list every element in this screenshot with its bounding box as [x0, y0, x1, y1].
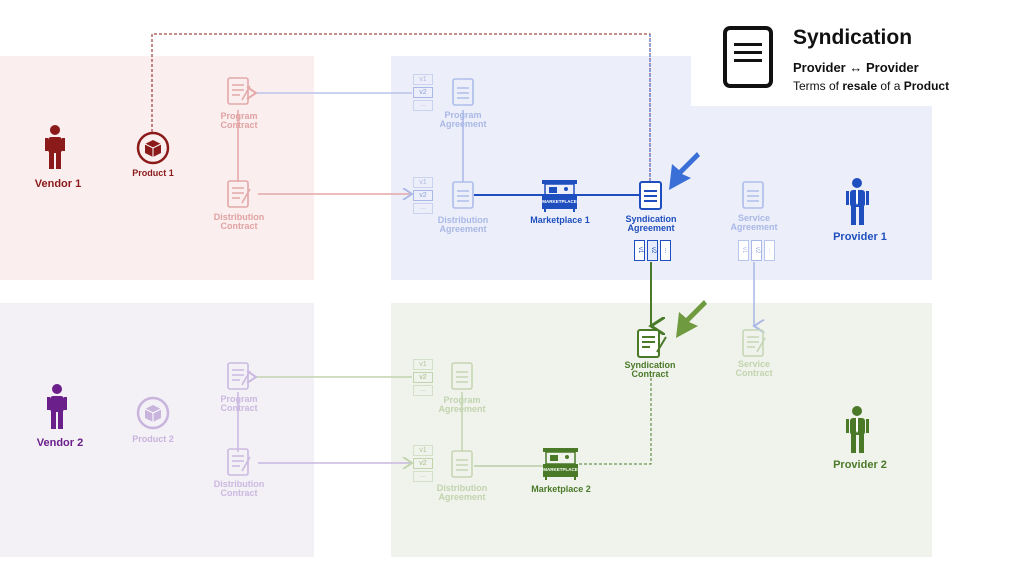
legend-title: Syndication	[793, 26, 913, 49]
vendor1-person-icon	[45, 125, 65, 169]
service-contract-label: Service Contract	[735, 359, 773, 378]
service-contract-icon	[742, 329, 766, 357]
version-v2: v2	[413, 458, 433, 469]
version-stack-syndication-agreement: v1 v2 ...	[634, 240, 671, 261]
marketplace1-sign: MARKETPLACE	[542, 199, 577, 204]
highlight-arrow-blue	[669, 152, 700, 190]
legend-desc-mid: of a	[877, 79, 904, 93]
program-contract-2-icon	[227, 362, 251, 390]
product2-icon	[136, 396, 170, 430]
service-agreement-label: Service Agreement	[730, 213, 778, 232]
syndication-agreement-icon	[639, 181, 662, 210]
highlight-arrow-green	[676, 300, 707, 338]
version-v1: v1	[413, 177, 433, 188]
service-agreement-icon	[742, 181, 764, 209]
version-more: ...	[413, 471, 433, 482]
program-contract-1-icon	[227, 77, 251, 105]
program-contract-1-label: Program Contract	[220, 111, 258, 130]
syndication-contract-icon	[637, 329, 667, 358]
version-v2: v2	[413, 372, 433, 383]
marketplace2-icon	[543, 448, 578, 480]
product2-label: Product 2	[132, 434, 174, 444]
marketplace1-icon	[542, 180, 577, 212]
legend-desc-product: Product	[903, 79, 950, 93]
provider2-label: Provider 2	[833, 459, 887, 471]
program-agreement-1-icon	[452, 78, 474, 106]
legend-description: Terms of resale of a Product	[793, 79, 949, 93]
legend-desc-pre: Terms of	[793, 79, 843, 93]
version-v2: v2	[647, 240, 658, 261]
product1-label: Product 1	[132, 168, 174, 178]
syndication-contract-connector	[578, 378, 652, 465]
version-stack-service-agreement: v1 v2 ...	[738, 240, 775, 261]
distribution-contract-2-icon	[227, 448, 251, 476]
version-v2: v2	[751, 240, 762, 261]
product1-connector	[151, 33, 651, 182]
version-more: ...	[764, 240, 775, 261]
distribution-contract-1-icon	[227, 180, 251, 208]
program-agreement-2-label: Program Agreement	[438, 395, 486, 414]
program-agreement-1-label: Program Agreement	[439, 110, 487, 129]
version-stack-distribution-agreement-1: v1 v2 ...	[413, 177, 433, 214]
legend-desc-resale: resale	[842, 79, 878, 93]
product1-icon	[136, 131, 170, 165]
program-contract-2-label: Program Contract	[220, 394, 258, 413]
distribution-agreement-2-label: Distribution Agreement	[436, 483, 488, 502]
version-v1: v1	[413, 359, 433, 370]
version-stack-distribution-agreement-2: v1 v2 ...	[413, 445, 433, 482]
version-v1: v1	[738, 240, 749, 261]
distribution-agreement-1-label: Distribution Agreement	[437, 215, 489, 234]
vendor2-person-icon	[47, 384, 67, 429]
vendor2-zone	[0, 303, 314, 557]
version-more: ...	[413, 100, 433, 111]
version-v1: v1	[634, 240, 645, 261]
provider2-person-icon	[846, 406, 869, 453]
provider1-person-icon	[846, 178, 869, 225]
version-stack-program-agreement-2: v1 v2 ...	[413, 359, 433, 396]
version-v2: v2	[413, 87, 433, 98]
marketplace2-sign: MARKETPLACE	[543, 467, 578, 472]
distribution-agreement-1-icon	[452, 181, 474, 209]
program-agreement-2-icon	[451, 362, 473, 390]
legend-box: Syndication Provider ↔ Provider Terms of…	[691, 8, 1015, 106]
vendor1-label: Vendor 1	[34, 178, 82, 190]
marketplace1-label: Marketplace 1	[530, 215, 590, 225]
version-v1: v1	[413, 74, 433, 85]
legend-subtitle: Provider ↔ Provider	[793, 60, 919, 75]
distribution-contract-2-label: Distribution Contract	[213, 479, 265, 498]
version-v2: v2	[413, 190, 433, 201]
syndication-contract-label: Syndication Contract	[624, 360, 676, 379]
version-more: ...	[413, 203, 433, 214]
syndication-agreement-label: Syndication Agreement	[625, 214, 677, 233]
provider1-label: Provider 1	[833, 231, 887, 243]
distribution-agreement-2-icon	[451, 450, 473, 478]
document-icon	[723, 26, 773, 88]
version-stack-program-agreement-1: v1 v2 ...	[413, 74, 433, 111]
distribution-contract-1-label: Distribution Contract	[213, 212, 265, 231]
version-more: ...	[660, 240, 671, 261]
version-more: ...	[413, 385, 433, 396]
version-v1: v1	[413, 445, 433, 456]
vendor2-label: Vendor 2	[36, 437, 84, 449]
marketplace2-label: Marketplace 2	[531, 484, 591, 494]
